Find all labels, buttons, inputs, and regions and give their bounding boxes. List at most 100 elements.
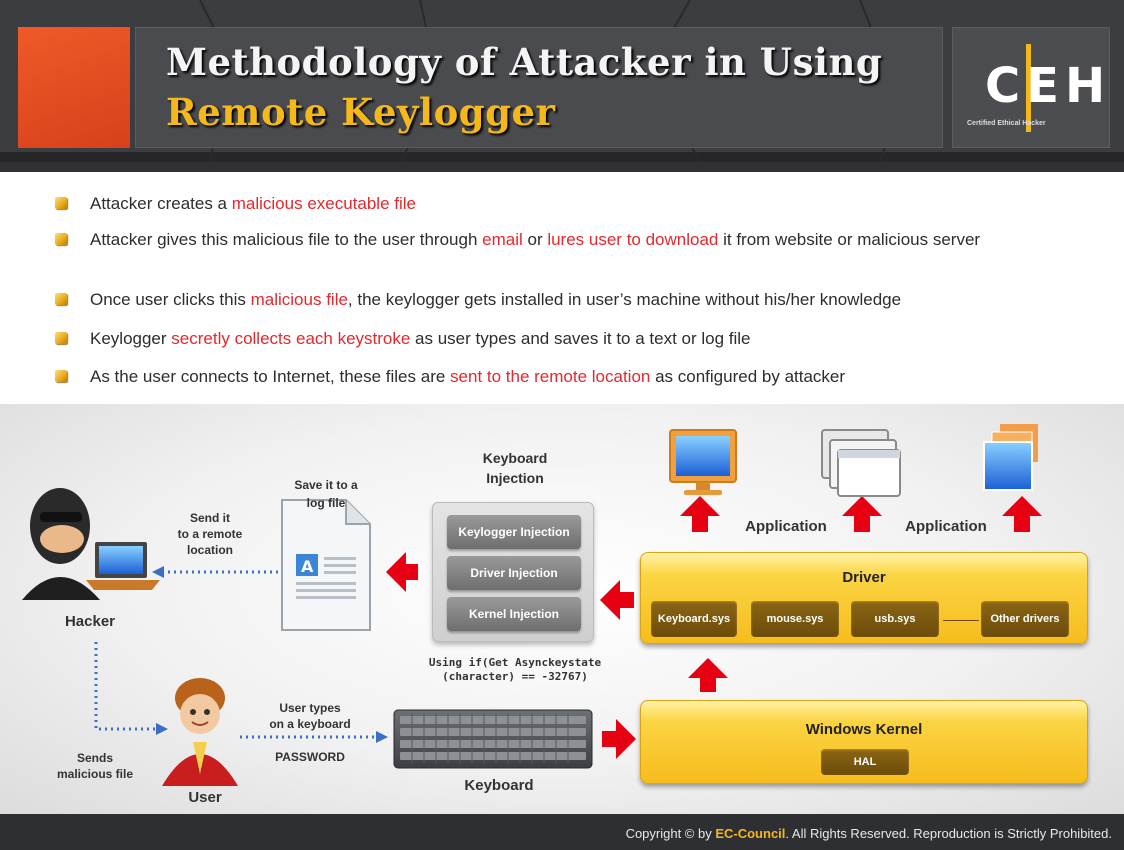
send-remote-label: Send it to a remote location <box>150 510 270 558</box>
laptop-icon <box>86 542 160 590</box>
highlighted-text: lures user to download <box>547 230 719 249</box>
title-box: Methodology of Attacker in Using Remote … <box>135 27 943 148</box>
bullet-text-segment: Attacker gives this malicious file to th… <box>90 230 483 249</box>
send-remote-line: location <box>186 543 233 557</box>
send-remote-line: Send it <box>189 511 230 525</box>
keyboard-injection-line: Keyboard <box>482 450 548 466</box>
logo-letters: CEH <box>985 58 1112 114</box>
bullet-icon <box>55 293 67 305</box>
red-arrow-right <box>602 719 636 759</box>
bullet-item: Attacker creates a malicious executable … <box>55 192 1115 216</box>
bullet-text-segment: or <box>522 230 548 249</box>
bullet-item: As the user connects to Internet, these … <box>55 365 1115 389</box>
application-label-1: Application <box>745 518 827 535</box>
driver-separator <box>943 620 979 621</box>
save-log-label: Save it to a log file <box>266 476 386 512</box>
bullet-icon <box>55 370 67 382</box>
window-stack-icon <box>821 429 901 497</box>
bullet-text-segment: Once user clicks this <box>90 290 251 309</box>
user-icon <box>162 678 238 786</box>
bullet-text-segment: as user types and saves it to a text or … <box>410 329 751 348</box>
keyboard-injection-label: Keyboard Injection <box>450 448 580 488</box>
red-arrow-up-app3 <box>1002 496 1042 532</box>
kernel-injection-box: Kernel Injection <box>447 597 581 631</box>
password-label: PASSWORD <box>275 750 345 764</box>
title-line-2: Remote Keylogger <box>166 90 556 134</box>
keyboard-injection-line: Injection <box>486 470 544 486</box>
bullet-text-segment: , the keylogger gets installed in user’s… <box>347 290 902 309</box>
highlighted-text: malicious file <box>250 290 348 309</box>
application-label-2: Application <box>905 518 987 535</box>
user-types-line: on a keyboard <box>269 717 351 731</box>
hacker-icon <box>22 488 100 600</box>
copyright-text: Copyright © by EC-Council. All Rights Re… <box>626 826 1112 841</box>
keylogger-injection-box: Keylogger Injection <box>447 515 581 549</box>
copyright-suffix: . All Rights Reserved. Reproduction is S… <box>785 826 1112 841</box>
save-log-line: log file <box>306 496 346 510</box>
bullet-icon <box>55 233 67 245</box>
bullet-text-segment: Keylogger <box>90 329 172 348</box>
driver-box: Driver Keyboard.sys mouse.sys usb.sys Ot… <box>640 552 1088 644</box>
title-line-1: Methodology of Attacker in Using <box>166 40 883 84</box>
driver-injection-box: Driver Injection <box>447 556 581 590</box>
monitor-icon <box>669 429 737 495</box>
highlighted-text: secretly collects each keystroke <box>171 329 411 348</box>
highlighted-text: email <box>482 230 523 249</box>
diagram-graphics: A <box>22 424 1042 786</box>
logo-subtitle: Certified Ethical Hacker <box>967 120 1046 127</box>
asynckeystate-code: Using if(Get Asynckeystate (character) =… <box>400 656 630 684</box>
bullet-text: Attacker creates a malicious executable … <box>90 192 416 216</box>
user-types-line: User types <box>279 701 341 715</box>
highlighted-text: sent to the remote location <box>450 367 651 386</box>
sends-malicious-label: Sends malicious file <box>40 750 150 782</box>
red-arrow-up-app2 <box>842 496 882 532</box>
bullet-text-segment: As the user connects to Internet, these … <box>90 367 451 386</box>
driver-title: Driver <box>842 569 886 586</box>
bullet-icon <box>55 332 67 344</box>
diagram: A <box>0 404 1124 814</box>
bullet-text-segment: as configured by attacker <box>650 367 846 386</box>
driver-chip-mouse: mouse.sys <box>751 601 839 637</box>
bullet-text-segment: it from website or malicious server <box>718 230 981 249</box>
injection-panel: Keylogger Injection Driver Injection Ker… <box>432 502 594 642</box>
bullet-item: Keylogger secretly collects each keystro… <box>55 327 1115 351</box>
user-types-label: User types on a keyboard <box>250 700 370 732</box>
bullet-list: Attacker creates a malicious executable … <box>0 172 1124 404</box>
red-arrow-left-1 <box>386 552 418 592</box>
title-bar: Methodology of Attacker in Using Remote … <box>0 0 1124 162</box>
svg-text:A: A <box>301 557 314 576</box>
driver-chip-keyboard: Keyboard.sys <box>651 601 737 637</box>
ceh-logo: CEH Certified Ethical Hacker <box>952 27 1110 148</box>
kernel-title: Windows Kernel <box>805 721 923 738</box>
bullet-text: Keylogger secretly collects each keystro… <box>90 327 751 351</box>
red-arrow-up-app1 <box>680 496 720 532</box>
windows-kernel-box: Windows Kernel HAL <box>640 700 1088 784</box>
code-line: Using if(Get Asynckeystate <box>428 656 602 669</box>
layers-icon <box>983 424 1038 491</box>
keyboard-icon <box>393 709 593 769</box>
hal-chip: HAL <box>821 749 909 775</box>
copyright-prefix: Copyright © by <box>625 826 716 841</box>
red-arrow-up-kernel <box>688 658 728 692</box>
log-file-icon: A <box>281 499 371 631</box>
footer: Copyright © by EC-Council. All Rights Re… <box>0 814 1124 850</box>
save-log-line: Save it to a <box>294 478 358 492</box>
bullet-item: Attacker gives this malicious file to th… <box>55 228 1115 252</box>
highlighted-text: malicious executable file <box>231 194 416 213</box>
sends-malicious-line: Sends <box>76 751 113 765</box>
bullet-icon <box>55 197 67 209</box>
sends-malicious-arrow <box>94 642 158 731</box>
ec-council-brand: EC-Council <box>715 826 786 841</box>
red-arrow-left-2 <box>600 580 634 620</box>
user-types-arrowhead <box>376 731 388 743</box>
send-remote-line: to a remote <box>177 527 243 541</box>
keyboard-label: Keyboard <box>464 777 534 794</box>
user-label: User <box>188 789 222 806</box>
bullet-text: Attacker gives this malicious file to th… <box>90 228 980 252</box>
logo-bar <box>1026 44 1031 132</box>
bullet-text-segment: Attacker creates a <box>90 194 232 213</box>
accent-block <box>18 27 130 148</box>
bullet-text: Once user clicks this malicious file, th… <box>90 288 901 312</box>
driver-chip-usb: usb.sys <box>851 601 939 637</box>
